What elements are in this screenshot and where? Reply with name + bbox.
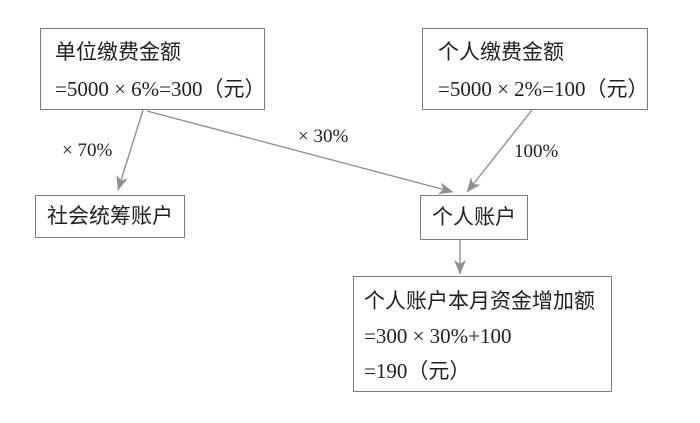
unit-contribution-formula: =5000 × 6%=300（元） (55, 77, 266, 101)
node-personal-account: 个人账户 (420, 195, 528, 240)
node-unit-contribution: 单位缴费金额 =5000 × 6%=300（元） (40, 28, 266, 110)
personal-account-increase-formula-2: =190（元） (364, 359, 471, 383)
arrow-unit-to-pooling (116, 109, 144, 191)
social-pooling-account-title: 社会统筹账户 (47, 204, 173, 228)
node-social-pooling-account: 社会统筹账户 (35, 195, 185, 238)
personal-account-title: 个人账户 (432, 205, 516, 229)
node-personal-account-increase: 个人账户本月资金增加额 =300 × 30%+100 =190（元） (353, 276, 612, 392)
arrow-personal-to-personal-account (466, 109, 533, 193)
edge-label-30-percent: × 30% (298, 126, 349, 147)
unit-contribution-title: 单位缴费金额 (55, 40, 181, 64)
edge-label-100-percent: 100% (514, 141, 559, 162)
personal-contribution-formula: =5000 × 2%=100（元） (438, 77, 649, 101)
personal-account-increase-title: 个人账户本月资金增加额 (364, 289, 595, 313)
personal-account-increase-formula-1: =300 × 30%+100 (364, 324, 512, 348)
personal-contribution-title: 个人缴费金额 (438, 40, 564, 64)
node-personal-contribution: 个人缴费金额 =5000 × 2%=100（元） (422, 28, 649, 110)
arrow-unit-to-personal-account (146, 110, 454, 195)
edge-label-70-percent: × 70% (62, 140, 113, 161)
